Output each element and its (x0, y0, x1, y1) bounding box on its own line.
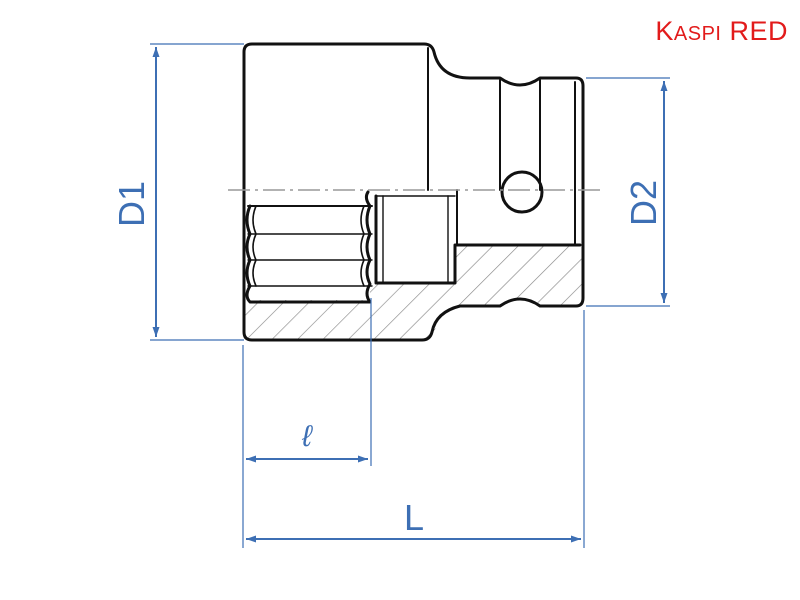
socket-body-outline (242, 42, 585, 342)
drive-cavity (374, 194, 582, 285)
d2-label: D2 (623, 180, 664, 226)
socket-outline (242, 42, 585, 342)
brand-initial: K (655, 16, 674, 46)
length-label: L (404, 497, 424, 538)
dimension-arrows (152, 47, 668, 543)
brand-rest: ASPI (673, 23, 722, 45)
section-hatching (245, 245, 582, 340)
brand-logo: KASPI RED (655, 16, 788, 47)
socket-bore (245, 190, 372, 304)
dimension-lines (150, 43, 670, 548)
d1-label: D1 (111, 181, 152, 227)
pin-hole (500, 170, 544, 214)
brand-suffix: RED (729, 16, 788, 46)
socket-depth-label: ℓ (301, 420, 313, 453)
